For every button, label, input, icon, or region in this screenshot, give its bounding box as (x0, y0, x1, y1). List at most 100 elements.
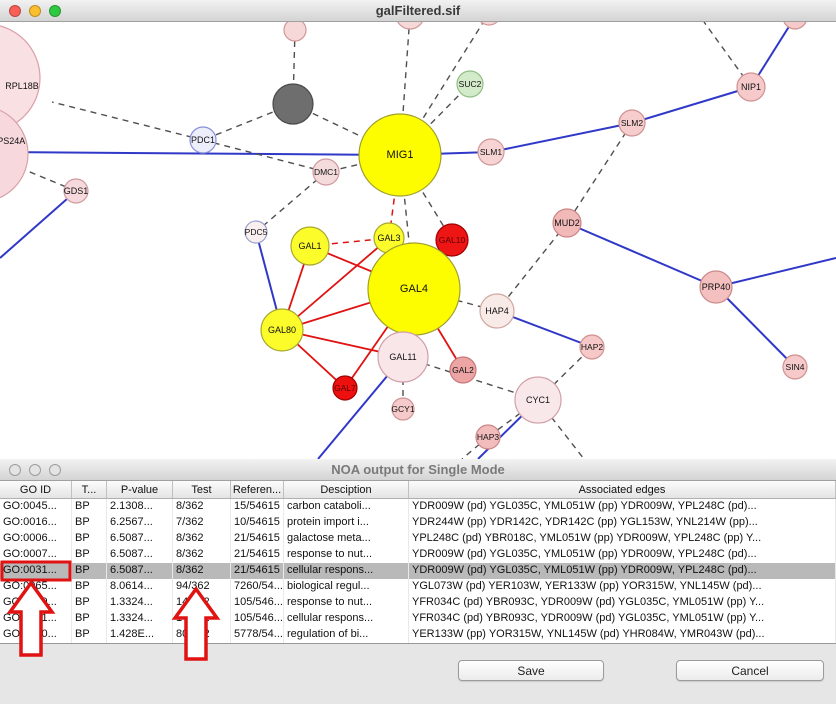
zoom-button[interactable] (49, 5, 61, 17)
traffic-lights (9, 5, 61, 17)
close-button[interactable] (9, 464, 21, 476)
edge-pd[interactable] (51, 101, 204, 141)
edge-pd[interactable] (255, 171, 327, 233)
edge-pd[interactable] (0, 158, 77, 192)
edge-ppr[interactable] (281, 237, 390, 331)
edge-pp[interactable] (0, 190, 77, 259)
node-gal1[interactable] (290, 226, 330, 266)
node-pdc5[interactable] (244, 220, 268, 244)
table-cell: 1.3324... (107, 595, 173, 611)
minimize-button[interactable] (29, 5, 41, 17)
node-slm1[interactable] (477, 138, 505, 166)
edge-pp[interactable] (490, 122, 633, 153)
edge-pd[interactable] (566, 122, 633, 224)
node-gal11[interactable] (377, 331, 429, 383)
table-cell: 1.428E... (107, 627, 173, 643)
node-label-pdc1: PDC1 (191, 135, 215, 145)
table-cell: YDR009W (pd) YGL035C, YML051W (pp) YDR00… (409, 547, 836, 563)
node-gal7[interactable] (332, 375, 358, 401)
edge-pp[interactable] (715, 257, 836, 288)
node-hap3[interactable] (475, 424, 501, 450)
node-hap2[interactable] (579, 334, 605, 360)
network-window-titlebar[interactable]: galFiltered.sif (0, 0, 836, 22)
node-pdc1[interactable] (189, 126, 217, 154)
node-unlabeled[interactable] (783, 22, 807, 30)
edge-pp[interactable] (0, 151, 401, 156)
node-sin4[interactable] (782, 354, 808, 380)
column-header-associated-edges[interactable]: Associated edges (409, 481, 836, 498)
table-cell: YER133W (pp) YOR315W, YNL145W (pd) YHR08… (409, 627, 836, 643)
table-cell: GO:0045... (0, 499, 72, 515)
table-cell: 15/54615 (231, 499, 284, 515)
node-gal80[interactable] (260, 308, 304, 352)
node-label-suc2: SUC2 (459, 79, 482, 89)
noa-window-titlebar[interactable]: NOA output for Single Mode (0, 459, 836, 481)
column-header-test[interactable]: Test (173, 481, 231, 498)
table-cell: carbon cataboli... (284, 499, 409, 515)
table-cell: BP (72, 547, 107, 563)
node-gcy1[interactable] (391, 397, 415, 421)
table-cell: 6.5087... (107, 563, 173, 579)
node-cyc1[interactable] (514, 376, 562, 424)
node-gal10[interactable] (435, 223, 469, 257)
table-cell: 6.5087... (107, 547, 173, 563)
node-unlabeled[interactable] (272, 83, 314, 125)
node-gal2[interactable] (449, 356, 477, 384)
node-hap4[interactable] (479, 293, 515, 329)
column-header-desciption[interactable]: Desciption (284, 481, 409, 498)
node-label-nip1: NIP1 (741, 82, 761, 92)
column-header-p-value[interactable]: P-value (107, 481, 173, 498)
table-cell: 2.1308... (107, 499, 173, 515)
node-nip1[interactable] (736, 72, 766, 102)
edge-pd[interactable] (292, 103, 401, 156)
minimize-button[interactable] (29, 464, 41, 476)
node-unlabeled[interactable] (283, 22, 307, 42)
node-label-gal10: GAL10 (439, 235, 466, 245)
edge-pp[interactable] (566, 222, 717, 288)
node-slm2[interactable] (618, 109, 646, 137)
save-button[interactable]: Save (458, 660, 604, 681)
window-title: NOA output for Single Mode (331, 462, 505, 477)
table-cell: galactose meta... (284, 531, 409, 547)
node-suc2[interactable] (456, 70, 484, 98)
edge-pp[interactable] (631, 86, 752, 124)
close-button[interactable] (9, 5, 21, 17)
edge-pd[interactable] (292, 29, 296, 105)
node-mig1[interactable] (358, 113, 442, 197)
node-prp40[interactable] (699, 270, 733, 304)
node-dmc1[interactable] (312, 158, 340, 186)
node-rpl18b[interactable] (0, 24, 41, 132)
column-header-referen[interactable]: Referen... (231, 481, 284, 498)
table-cell: 7260/54... (231, 579, 284, 595)
zoom-button[interactable] (49, 464, 61, 476)
edge-pp[interactable] (715, 286, 796, 368)
node-gds1[interactable] (63, 178, 89, 204)
table-cell: 1.3324... (107, 611, 173, 627)
cancel-button[interactable]: Cancel (676, 660, 824, 681)
node-mud2[interactable] (552, 208, 582, 238)
node-label-rpl18b: RPL18B (5, 81, 39, 91)
network-window: galFiltered.sif RPL18BRPS24APDC1GDS1MIG1… (0, 0, 836, 459)
network-graph[interactable]: RPL18BRPS24APDC1GDS1MIG1SUC2SLM1SLM2NIP1… (0, 22, 836, 459)
edge-pd[interactable] (202, 139, 327, 173)
node-rps24a[interactable] (0, 106, 29, 202)
table-cell: 80/362 (173, 627, 231, 643)
table-cell: cellular respons... (284, 563, 409, 579)
table-cell: 8.0614... (107, 579, 173, 595)
network-canvas[interactable]: RPL18BRPS24APDC1GDS1MIG1SUC2SLM1SLM2NIP1… (0, 22, 836, 459)
node-unlabeled[interactable] (477, 22, 501, 26)
column-header-go-id[interactable]: GO ID (0, 481, 72, 498)
node-label-cyc1: CYC1 (526, 395, 550, 405)
node-unlabeled[interactable] (396, 22, 424, 30)
edge-pd[interactable] (496, 222, 568, 312)
column-header-t[interactable]: T... (72, 481, 107, 498)
